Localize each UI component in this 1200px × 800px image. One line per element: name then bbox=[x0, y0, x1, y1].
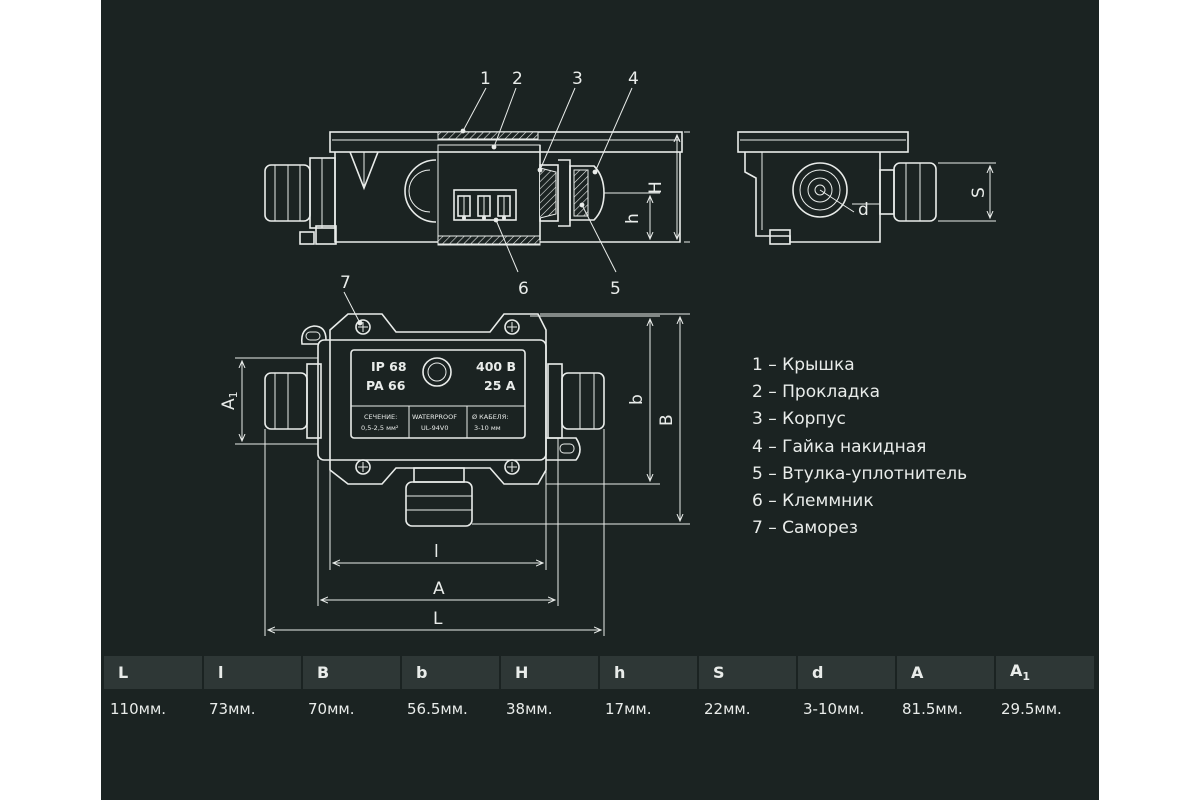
callout-6: 6 bbox=[518, 279, 529, 299]
table-cell: 70мм. bbox=[308, 700, 355, 718]
label-section-value: 0,5-2,5 мм² bbox=[361, 424, 399, 432]
label-cable-title: Ø КАБЕЛЯ: bbox=[472, 413, 508, 421]
dim-S-label: S bbox=[969, 187, 989, 198]
dim-L-label: L bbox=[433, 609, 443, 629]
table-cell: 29.5мм. bbox=[1001, 700, 1062, 718]
legend-item: 6 – Клеммник bbox=[752, 490, 874, 511]
table-header: d bbox=[796, 656, 896, 689]
table-cell: 110мм. bbox=[110, 700, 167, 718]
table-cell: 22мм. bbox=[704, 700, 751, 718]
table-header: H bbox=[499, 656, 599, 689]
table-header: B bbox=[301, 656, 401, 689]
top-view: IP 68 PA 66 400 В 25 А СЕЧЕНИЕ: 0,5-2,5 … bbox=[219, 273, 690, 636]
gasket bbox=[437, 131, 539, 140]
table-header-row: L l B b H h S d A A1 bbox=[104, 656, 1094, 689]
callout-4: 4 bbox=[628, 69, 639, 89]
table-cell: 81.5мм. bbox=[902, 700, 963, 718]
terminal-block bbox=[453, 189, 517, 221]
callout-5: 5 bbox=[610, 279, 621, 299]
dim-d-label: d bbox=[858, 200, 869, 220]
label-cable-value: 3-10 мм bbox=[474, 424, 501, 432]
label-waterproof: WATERPROOF bbox=[412, 413, 457, 421]
table-cell: 17мм. bbox=[605, 700, 652, 718]
parts-legend: 1 – Крышка 2 – Прокладка 3 – Корпус 4 – … bbox=[752, 352, 967, 542]
table-cell: 3-10мм. bbox=[803, 700, 865, 718]
label-ip: IP 68 bbox=[371, 359, 407, 374]
dimensions-table: L l B b H h S d A A1 110мм. 73мм. 70мм. … bbox=[104, 656, 1094, 729]
dim-l-label: l bbox=[434, 542, 439, 562]
technical-drawing: H h 1 2 3 4 5 6 d bbox=[219, 69, 996, 636]
callout-3: 3 bbox=[572, 69, 583, 89]
dim-b-label: b bbox=[627, 394, 647, 405]
side-view: H h 1 2 3 4 5 6 bbox=[264, 69, 690, 299]
body-outline bbox=[334, 152, 681, 243]
table-cell: 56.5мм. bbox=[407, 700, 468, 718]
label-section-title: СЕЧЕНИЕ: bbox=[364, 413, 397, 421]
table-header: S bbox=[697, 656, 797, 689]
legend-item: 1 – Крышка bbox=[752, 355, 855, 375]
table-cell: 38мм. bbox=[506, 700, 553, 718]
legend-item: 7 – Саморез bbox=[752, 518, 858, 539]
dim-A-label: A bbox=[433, 579, 445, 599]
table-header: h bbox=[598, 656, 698, 689]
legend-item: 3 – Корпус bbox=[752, 409, 846, 430]
label-voltage: 400 В bbox=[476, 359, 516, 374]
right-gland bbox=[539, 159, 650, 227]
label-current: 25 А bbox=[484, 378, 516, 393]
callout-7: 7 bbox=[340, 273, 351, 293]
table-header: A1 bbox=[994, 656, 1094, 689]
table-header: b bbox=[400, 656, 500, 689]
table-cell: 73мм. bbox=[209, 700, 256, 718]
dim-A1-label: A1 bbox=[219, 391, 240, 410]
callout-1: 1 bbox=[480, 69, 491, 89]
screws bbox=[355, 319, 520, 475]
dim-B-label: B bbox=[657, 414, 677, 426]
end-port bbox=[792, 162, 848, 218]
table-row: 110мм. 73мм. 70мм. 56.5мм. 38мм. 17мм. 2… bbox=[104, 689, 1094, 729]
dim-H-label: H bbox=[646, 181, 666, 194]
legend-item: 2 – Прокладка bbox=[752, 382, 881, 403]
label-rating: UL-94V0 bbox=[421, 424, 448, 432]
label-plate bbox=[350, 349, 526, 439]
end-view: d S bbox=[737, 131, 996, 245]
label-pa: PA 66 bbox=[366, 378, 406, 393]
callout-2: 2 bbox=[512, 69, 523, 89]
legend-item: 4 – Гайка накидная bbox=[752, 436, 927, 457]
legend-item: 5 – Втулка-уплотнитель bbox=[752, 463, 968, 484]
table-header: A bbox=[895, 656, 995, 689]
dim-h-label: h bbox=[623, 213, 643, 224]
table-header: L bbox=[104, 656, 203, 689]
logo-icon bbox=[422, 357, 452, 387]
table-header: l bbox=[202, 656, 302, 689]
